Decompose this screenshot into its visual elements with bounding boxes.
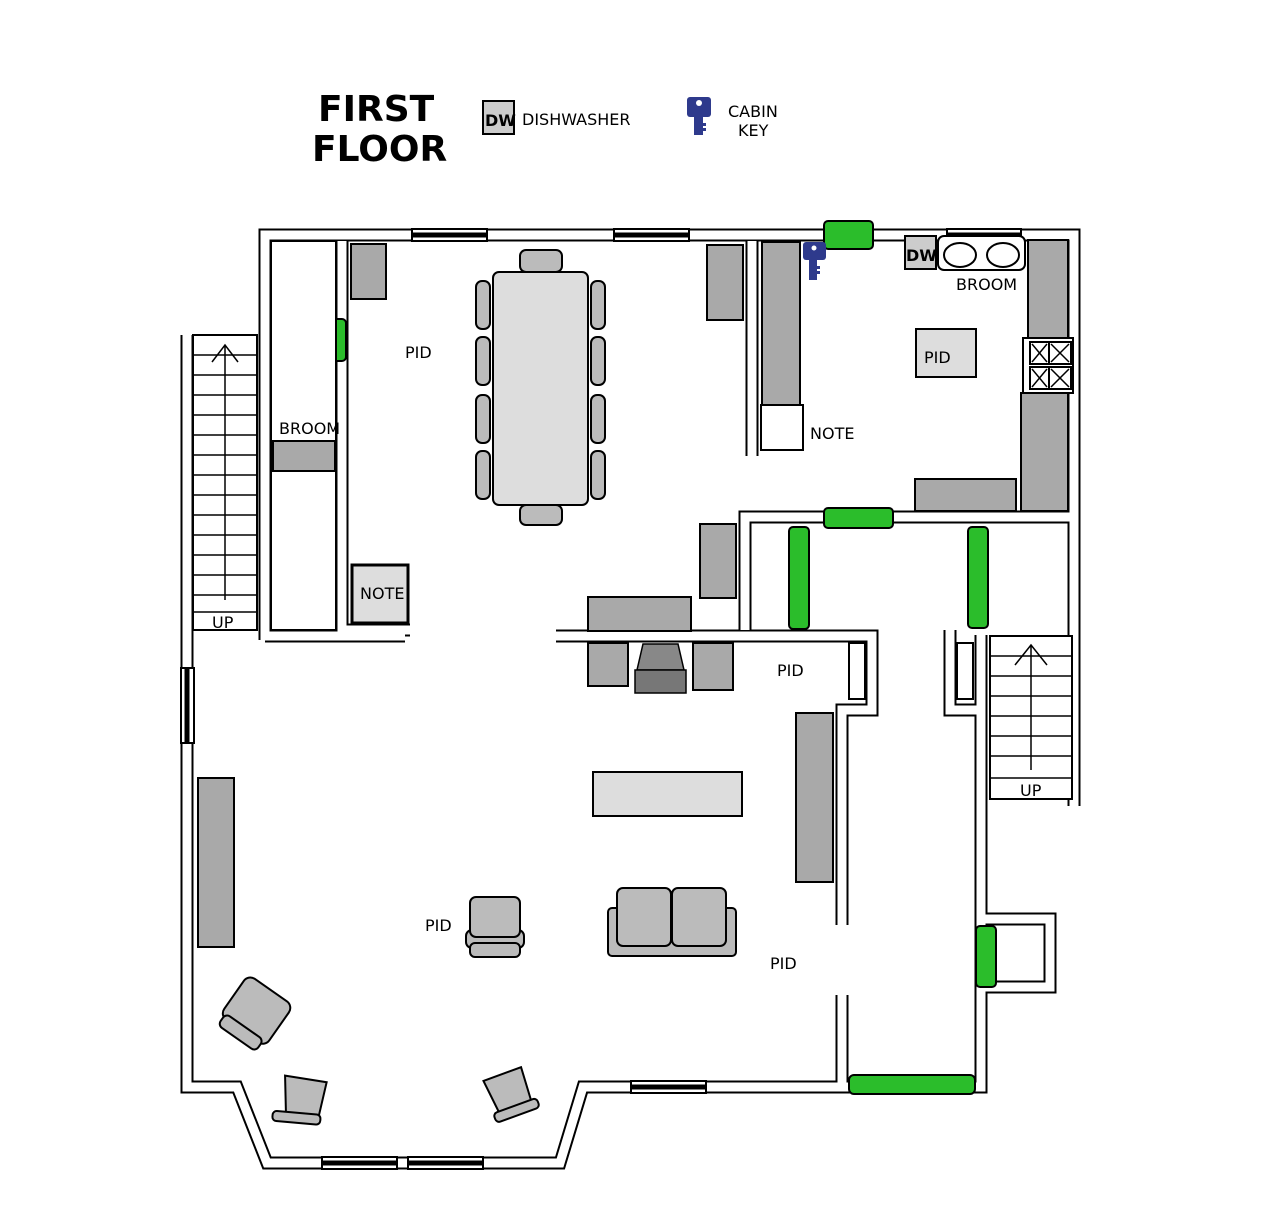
door-kitchen-top[interactable]: [823, 220, 874, 250]
door-side[interactable]: [975, 925, 997, 988]
up-left-label: UP: [212, 613, 234, 632]
fireplace-icon: [636, 643, 685, 671]
hall-closet: [848, 642, 866, 700]
dishwasher-legend-icon: DW: [482, 100, 516, 135]
broom-kitchen-label[interactable]: BROOM: [956, 275, 1017, 294]
hearth: [634, 669, 687, 694]
door-hall-right[interactable]: [967, 526, 989, 629]
broom-closet-label[interactable]: BROOM: [279, 419, 340, 438]
dw-legend-text: DW: [485, 111, 516, 130]
fridge: [760, 404, 804, 451]
key-legend-label-2: KEY: [738, 121, 769, 140]
cabin-key-icon[interactable]: [803, 242, 826, 280]
armchair-icon: [465, 896, 525, 958]
closet: [270, 240, 337, 631]
dining-table: [492, 271, 589, 506]
bookshelf: [795, 712, 834, 883]
pid-chair-label[interactable]: PID: [425, 916, 452, 935]
cabinet: [350, 243, 387, 300]
pid-dining-label[interactable]: PID: [405, 343, 432, 362]
sideboard: [706, 244, 744, 321]
stove-icon: [1022, 337, 1074, 394]
kitchen-counter-left: [761, 241, 801, 406]
cabinet-hall: [699, 523, 737, 599]
dishwasher: [904, 235, 937, 270]
hall-closet-right: [956, 642, 974, 700]
chair-right-icon: [482, 1065, 540, 1123]
note-box: [350, 563, 410, 625]
sofa-icon: [607, 887, 737, 957]
title-line2: FLOOR: [312, 129, 447, 170]
pid-hall-label[interactable]: PID: [777, 661, 804, 680]
sink-icon: [937, 235, 1026, 271]
kitchen-counter-bottom: [914, 478, 1017, 512]
stairs-left[interactable]: UP: [192, 334, 258, 632]
fireplace-side-right: [692, 642, 734, 691]
closet-shelf: [272, 440, 336, 472]
stairs-right[interactable]: UP: [989, 635, 1073, 800]
key-legend-icon: [687, 97, 711, 135]
kitchen-counter-right: [1027, 239, 1069, 339]
dining-chairs: [475, 249, 606, 526]
fireplace-side-left: [587, 642, 629, 687]
up-right-label: UP: [1020, 781, 1042, 800]
mantel: [587, 596, 692, 632]
door-hall-left[interactable]: [788, 526, 810, 630]
title-line1: FIRST: [318, 89, 435, 130]
dw-kitchen-label: DW: [906, 246, 937, 265]
note-dining-label[interactable]: NOTE: [360, 584, 404, 603]
door-kitchen-bottom[interactable]: [823, 507, 894, 529]
recliner-icon: [218, 976, 292, 1051]
door-front[interactable]: [848, 1074, 976, 1095]
pid-living-label[interactable]: PID: [770, 954, 797, 973]
coffee-table: [592, 771, 743, 817]
chair-left-icon: [271, 1074, 328, 1126]
kitchen-island: [915, 328, 977, 378]
dishwasher-legend-label: DISHWASHER: [522, 110, 631, 129]
pid-kitchen-label[interactable]: PID: [924, 348, 951, 367]
bench: [197, 777, 235, 948]
note-kitchen-label[interactable]: NOTE: [810, 424, 854, 443]
key-legend-label-1: CABIN: [728, 102, 778, 121]
kitchen-counter-lower: [1020, 392, 1069, 512]
